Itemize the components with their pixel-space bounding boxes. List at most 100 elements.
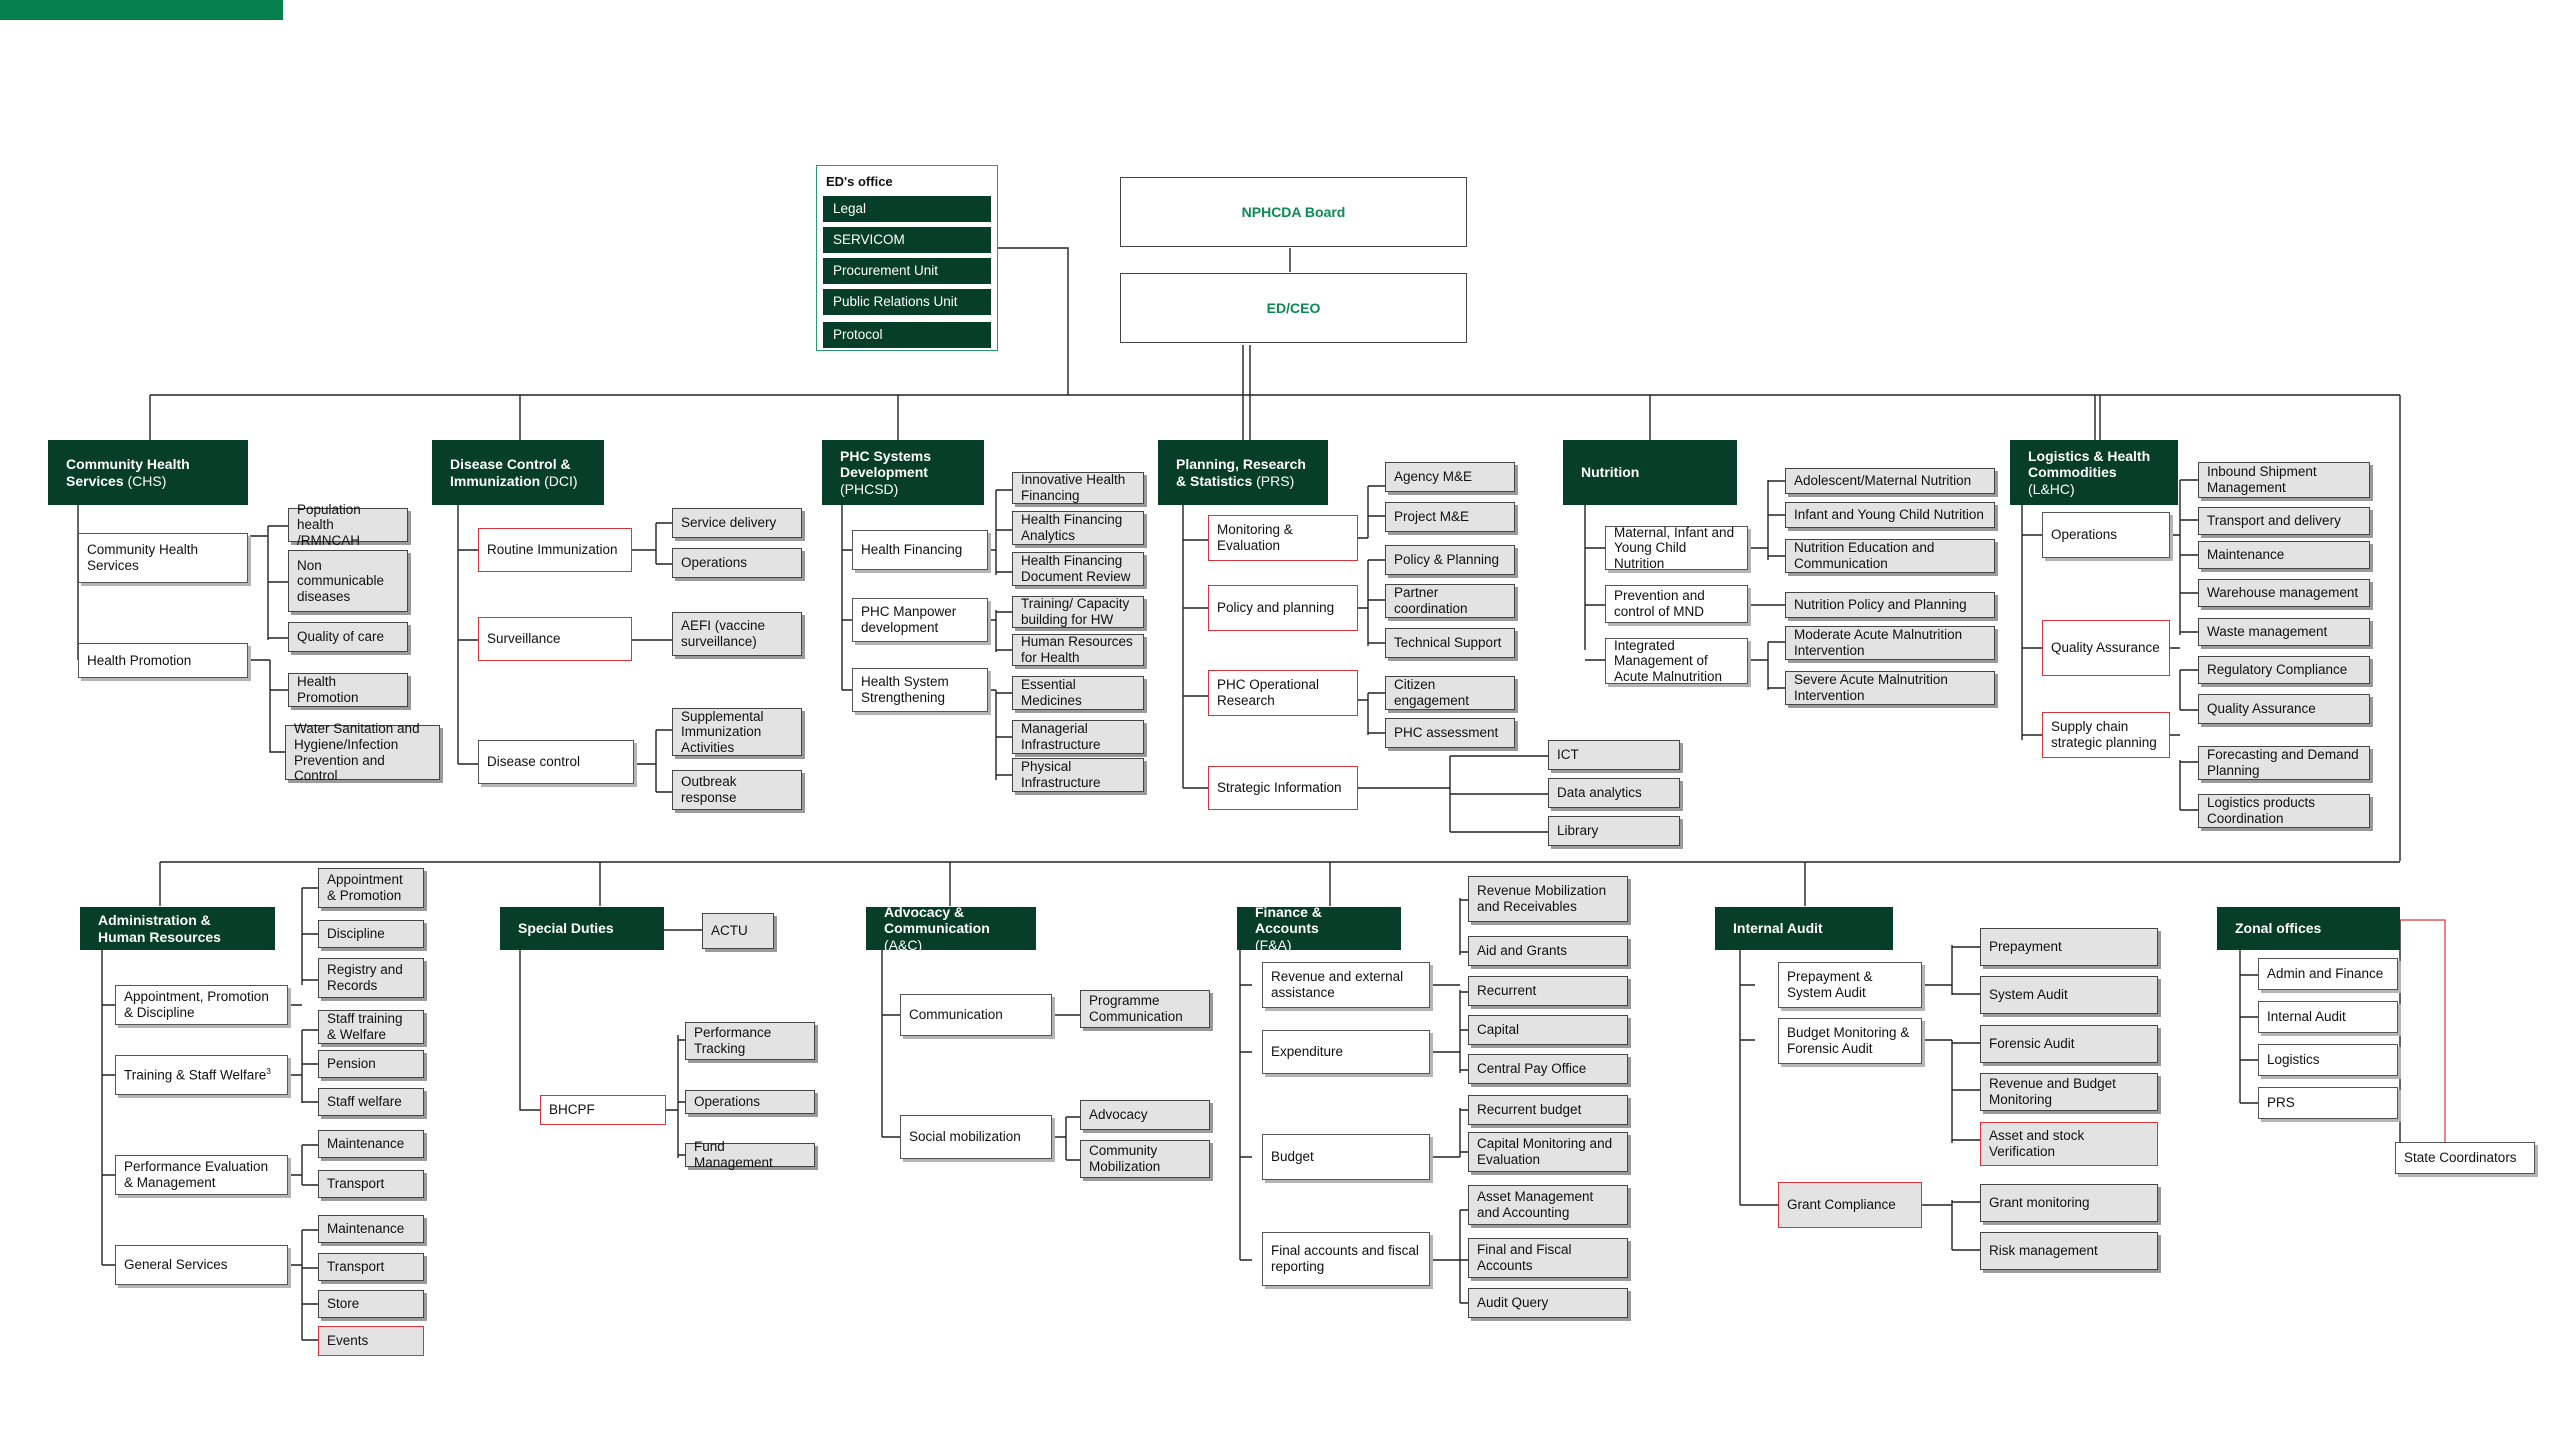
- ac-community-mobilization: Community Mobilization: [1080, 1140, 1210, 1178]
- ia-risk-management: Risk management: [1980, 1232, 2158, 1270]
- ia-revenue-budget-monitoring: Revenue and Budget Monitoring: [1980, 1073, 2158, 1111]
- phc-financing-review: Health Financing Document Review: [1012, 552, 1144, 586]
- lhc-quality-assurance-sub: Quality Assurance: [2198, 694, 2370, 724]
- fa-expenditure: Expenditure: [1262, 1030, 1430, 1074]
- fa-budget: Budget: [1262, 1134, 1430, 1180]
- ahr-appointment-promotion: Appointment & Promotion: [318, 868, 424, 908]
- fa-recurrent-budget: Recurrent budget: [1468, 1095, 1628, 1125]
- lhc-warehouse: Warehouse management: [2198, 579, 2370, 607]
- lhc-inbound-shipment: Inbound Shipment Management: [2198, 462, 2370, 498]
- nut-mnd: Prevention and control of MND: [1605, 585, 1748, 623]
- ahr-registry-records: Registry and Records: [318, 958, 424, 998]
- ac-social-mobilization: Social mobilization: [900, 1115, 1052, 1159]
- lhc-maintenance: Maintenance: [2198, 541, 2370, 569]
- ahr-training-welfare: Training & Staff Welfare3: [115, 1055, 288, 1095]
- ia-budget-forensic-audit: Budget Monitoring & Forensic Audit: [1778, 1018, 1922, 1064]
- fa-central-pay-office: Central Pay Office: [1468, 1054, 1628, 1084]
- prs-operational-research: PHC Operational Research: [1208, 670, 1358, 716]
- ahr-staff-welfare: Staff welfare: [318, 1088, 424, 1116]
- ia-asset-stock-verification: Asset and stock Verification: [1980, 1122, 2158, 1166]
- ia-system-audit: System Audit: [1980, 976, 2158, 1014]
- nut-education-communication: Nutrition Education and Communication: [1785, 539, 1995, 573]
- dept-zonal-offices: Zonal offices: [2217, 907, 2400, 950]
- nphcda-board: NPHCDA Board: [1120, 177, 1467, 247]
- fa-final-fiscal-accounts: Final and Fiscal Accounts: [1468, 1238, 1628, 1278]
- ahr-transport-2: Transport: [318, 1253, 424, 1281]
- chs-health-promotion-sub: Health Promotion: [288, 673, 408, 707]
- ahr-events: Events: [318, 1326, 424, 1356]
- dept-lhc: Logistics & Health Commodities (L&HC): [2010, 440, 2178, 505]
- dept-ac: Advocacy & Communication (A&C): [866, 904, 1036, 953]
- fa-recurrent: Recurrent: [1468, 976, 1628, 1006]
- lhc-operations: Operations: [2042, 512, 2170, 558]
- fa-asset-management: Asset Management and Accounting: [1468, 1185, 1628, 1225]
- zo-state-coordinators: State Coordinators: [2395, 1142, 2535, 1174]
- ed-office-public-relations: Public Relations Unit: [823, 289, 991, 315]
- nut-iycn: Infant and Young Child Nutrition: [1785, 502, 1995, 528]
- dept-prs: Planning, Research & Statistics (PRS): [1158, 440, 1328, 505]
- zo-logistics: Logistics: [2258, 1044, 2398, 1076]
- nut-severe-acute: Severe Acute Malnutrition Intervention: [1785, 671, 1995, 705]
- dci-routine-immunization: Routine Immunization: [478, 528, 632, 572]
- fa-revenue-mobilization: Revenue Mobilization and Receivables: [1468, 876, 1628, 922]
- ahr-performance-evaluation: Performance Evaluation & Management: [115, 1155, 288, 1195]
- sd-actu: ACTU: [702, 913, 774, 949]
- ahr-transport-1: Transport: [318, 1170, 424, 1198]
- chs-population-health: Population health /RMNCAH: [288, 502, 408, 548]
- dept-phcsd: PHC Systems Development(PHCSD): [822, 440, 984, 505]
- lhc-transport-delivery: Transport and delivery: [2198, 507, 2370, 535]
- ahr-staff-training: Staff training & Welfare: [318, 1010, 424, 1044]
- ahr-maintenance-1: Maintenance: [318, 1130, 424, 1158]
- dept-chs: Community Health Services (CHS): [48, 440, 248, 505]
- prs-policy-planning: Policy and planning: [1208, 585, 1358, 631]
- fa-revenue-external: Revenue and external assistance: [1262, 962, 1430, 1008]
- prs-partner-coordination: Partner coordination: [1385, 584, 1515, 618]
- prs-phc-assessment: PHC assessment: [1385, 718, 1515, 748]
- lhc-waste: Waste management: [2198, 618, 2370, 646]
- dci-service-delivery: Service delivery: [672, 508, 802, 538]
- zo-internal-audit: Internal Audit: [2258, 1001, 2398, 1033]
- ahr-maintenance-2: Maintenance: [318, 1215, 424, 1243]
- ed-office-title: ED's office: [826, 174, 893, 189]
- sd-fund-management: Fund Management: [685, 1139, 815, 1170]
- fa-capital-monitoring: Capital Monitoring and Evaluation: [1468, 1132, 1628, 1172]
- ed-office-servicom: SERVICOM: [823, 227, 991, 253]
- dci-surveillance: Surveillance: [478, 617, 632, 661]
- zo-prs: PRS: [2258, 1087, 2398, 1119]
- ia-prepayment-system-audit: Prepayment & System Audit: [1778, 962, 1922, 1008]
- phc-managerial-infrastructure: Managerial Infrastructure: [1012, 720, 1144, 754]
- ia-forensic-audit: Forensic Audit: [1980, 1025, 2158, 1063]
- prs-technical-support: Technical Support: [1385, 628, 1515, 658]
- lhc-regulatory-compliance: Regulatory Compliance: [2198, 656, 2370, 684]
- ia-prepayment: Prepayment: [1980, 928, 2158, 966]
- dci-aefi: AEFI (vaccine surveillance): [672, 612, 802, 656]
- nut-miycn: Maternal, Infant and Young Child Nutriti…: [1605, 525, 1748, 571]
- nut-moderate-acute: Moderate Acute Malnutrition Intervention: [1785, 626, 1995, 660]
- ed-office-protocol: Protocol: [823, 322, 991, 348]
- dept-nutrition: Nutrition: [1563, 440, 1737, 505]
- prs-citizen-engagement: Citizen engagement: [1385, 676, 1515, 710]
- zo-admin-finance: Admin and Finance: [2258, 958, 2398, 990]
- sd-bhcpf: BHCPF: [540, 1095, 666, 1125]
- ahr-appointment-promotion-discipline: Appointment, Promotion & Discipline: [115, 985, 288, 1025]
- prs-strategic-information: Strategic Information: [1208, 766, 1358, 810]
- ahr-discipline: Discipline: [318, 920, 424, 948]
- ahr-general-services: General Services: [115, 1245, 288, 1285]
- sd-performance-tracking: Performance Tracking: [685, 1022, 815, 1060]
- dept-dci: Disease Control & Immunization (DCI): [432, 440, 604, 505]
- prs-project-me: Project M&E: [1385, 502, 1515, 532]
- fa-aid-grants: Aid and Grants: [1468, 936, 1628, 966]
- fa-final-accounts-reporting: Final accounts and fiscal reporting: [1262, 1232, 1430, 1286]
- dci-sia: Supplemental Immunization Activities: [672, 708, 802, 756]
- prs-library: Library: [1548, 816, 1680, 846]
- ed-office-procurement: Procurement Unit: [823, 258, 991, 284]
- ed-ceo: ED/CEO: [1120, 273, 1467, 343]
- ac-programme-communication: Programme Communication: [1080, 990, 1210, 1028]
- fa-audit-query: Audit Query: [1468, 1288, 1628, 1318]
- dept-fa: Finance & Accounts(F&A): [1237, 904, 1401, 953]
- sd-operations: Operations: [685, 1090, 815, 1114]
- nut-adolescent-maternal: Adolescent/Maternal Nutrition: [1785, 468, 1995, 494]
- phc-training: Training/ Capacity building for HW: [1012, 596, 1144, 628]
- dci-operations: Operations: [672, 548, 802, 578]
- prs-agency-me: Agency M&E: [1385, 462, 1515, 492]
